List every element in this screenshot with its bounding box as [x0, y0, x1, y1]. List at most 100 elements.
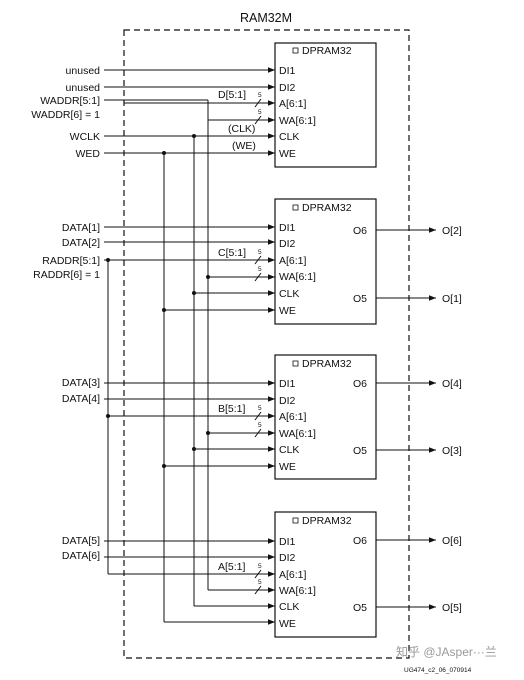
junction-b-we — [162, 464, 166, 468]
bus-label-a: A[5:1] — [218, 561, 246, 573]
figure-id: UG474_c2_06_070914 — [404, 667, 472, 674]
block-a-pin-di2: DI2 — [279, 552, 296, 564]
block-d-pin-di2: DI2 — [279, 82, 296, 94]
block-c-pin-clk: CLK — [279, 288, 299, 300]
block-d-pin-di1: DI1 — [279, 65, 296, 77]
junction-b-clk — [192, 447, 196, 451]
label-unused-1: unused — [66, 65, 101, 77]
block-c-pin-o6: O6 — [353, 225, 367, 237]
bus-label-b: B[5:1] — [218, 403, 246, 415]
block-b-pin-o6: O6 — [353, 378, 367, 390]
block-d-pin-a: A[6:1] — [279, 98, 307, 110]
bus-slash-a-a — [254, 569, 262, 579]
block-a-pin-we: WE — [279, 618, 296, 630]
block-b-body — [274, 354, 377, 480]
block-b-pin-we: WE — [279, 461, 296, 473]
bus-width-a-wa: 5 — [258, 579, 262, 586]
block-b-pin-wa: WA[6:1] — [279, 428, 316, 440]
block-d-pin-clk: CLK — [279, 131, 299, 143]
bus-label-d: D[5:1] — [218, 89, 246, 101]
block-d-pin-wa: WA[6:1] — [279, 115, 316, 127]
label-data5: DATA[5] — [62, 535, 100, 547]
bus-width-b-wa: 5 — [258, 422, 262, 429]
block-a-pin-a: A[6:1] — [279, 569, 307, 581]
bus-width-d-a: 5 — [258, 92, 262, 99]
block-b-pin-o5: O5 — [353, 445, 367, 457]
junction-c-clk — [192, 291, 196, 295]
label-wed: WED — [76, 148, 101, 160]
bus-slash-d-wa — [254, 115, 262, 125]
ram32m-title: RAM32M — [240, 11, 292, 25]
bus-label-c: C[5:1] — [218, 247, 246, 259]
label-unused-2: unused — [66, 82, 101, 94]
label-waddr: WADDR[5:1] — [40, 95, 100, 107]
block-c-pin-wa: WA[6:1] — [279, 271, 316, 283]
label-data6: DATA[6] — [62, 550, 100, 562]
bus-label-we: (WE) — [232, 140, 256, 152]
block-b-pin-di2: DI2 — [279, 395, 296, 407]
label-data4: DATA[4] — [62, 393, 100, 405]
block-c-pin-a: A[6:1] — [279, 255, 307, 267]
junction-clk-top — [192, 134, 196, 138]
bus-slash-b-wa — [254, 428, 262, 438]
output-o3: O[3] — [442, 445, 462, 457]
block-d-title: DPRAM32 — [302, 45, 352, 57]
junction-raddr — [106, 258, 110, 262]
watermark: 知乎 @JAsper···兰 — [396, 645, 497, 659]
block-a-square-icon — [292, 517, 299, 524]
block-b-pin-clk: CLK — [279, 444, 299, 456]
junction-c-waddr — [206, 275, 210, 279]
label-data1: DATA[1] — [62, 222, 100, 234]
label-wclk: WCLK — [70, 131, 100, 143]
block-c-square-icon — [292, 204, 299, 211]
junction-c-we — [162, 308, 166, 312]
block-a-pin-di1: DI1 — [279, 536, 296, 548]
block-b-pin-a: A[6:1] — [279, 411, 307, 423]
bus-label-clk: (CLK) — [228, 123, 255, 135]
output-o5: O[5] — [442, 602, 462, 614]
block-d-pin-we: WE — [279, 148, 296, 160]
block-d-square-icon — [292, 47, 299, 54]
bus-slash-d-a — [254, 98, 262, 108]
block-b-title: DPRAM32 — [302, 358, 352, 370]
bus-width-d-wa: 5 — [258, 109, 262, 116]
block-c-pin-di1: DI1 — [279, 222, 296, 234]
block-b-pin-di1: DI1 — [279, 378, 296, 390]
bus-slash-c-wa — [254, 272, 262, 282]
junction-b-raddr — [106, 414, 110, 418]
block-c-body — [274, 198, 377, 325]
junction-b-waddr — [206, 431, 210, 435]
label-raddr6: RADDR[6] = 1 — [33, 269, 100, 281]
bus-slash-c-a — [254, 255, 262, 265]
block-c-pin-we: WE — [279, 305, 296, 317]
output-o6: O[6] — [442, 535, 462, 547]
label-data2: DATA[2] — [62, 237, 100, 249]
bus-width-c-a: 5 — [258, 249, 262, 256]
output-o1: O[1] — [442, 293, 462, 305]
bus-slash-a-wa — [254, 585, 262, 595]
block-b-square-icon — [292, 360, 299, 367]
output-o4: O[4] — [442, 378, 462, 390]
bus-width-a-a: 5 — [258, 563, 262, 570]
label-raddr: RADDR[5:1] — [42, 255, 100, 267]
block-a-pin-wa: WA[6:1] — [279, 585, 316, 597]
label-waddr6: WADDR[6] = 1 — [31, 109, 100, 121]
dpram32-block-b: DPRAM32 DI1 DI2 A[6:1] WA[6:1] CLK WE O6… — [274, 354, 377, 480]
block-d-body — [274, 42, 377, 168]
bus-width-b-a: 5 — [258, 405, 262, 412]
block-a-pin-o5: O5 — [353, 602, 367, 614]
ram32m-boundary — [123, 29, 410, 659]
block-a-pin-o6: O6 — [353, 535, 367, 547]
output-o2: O[2] — [442, 225, 462, 237]
dpram32-block-d: DPRAM32 DI1 DI2 A[6:1] WA[6:1] CLK WE — [274, 42, 377, 168]
block-c-title: DPRAM32 — [302, 202, 352, 214]
bus-width-c-wa: 5 — [258, 266, 262, 273]
block-a-pin-clk: CLK — [279, 601, 299, 613]
block-a-body — [274, 511, 377, 638]
block-a-title: DPRAM32 — [302, 515, 352, 527]
dpram32-block-c: DPRAM32 DI1 DI2 A[6:1] WA[6:1] CLK WE O6… — [274, 198, 377, 325]
block-c-pin-di2: DI2 — [279, 238, 296, 250]
label-data3: DATA[3] — [62, 377, 100, 389]
block-c-pin-o5: O5 — [353, 293, 367, 305]
